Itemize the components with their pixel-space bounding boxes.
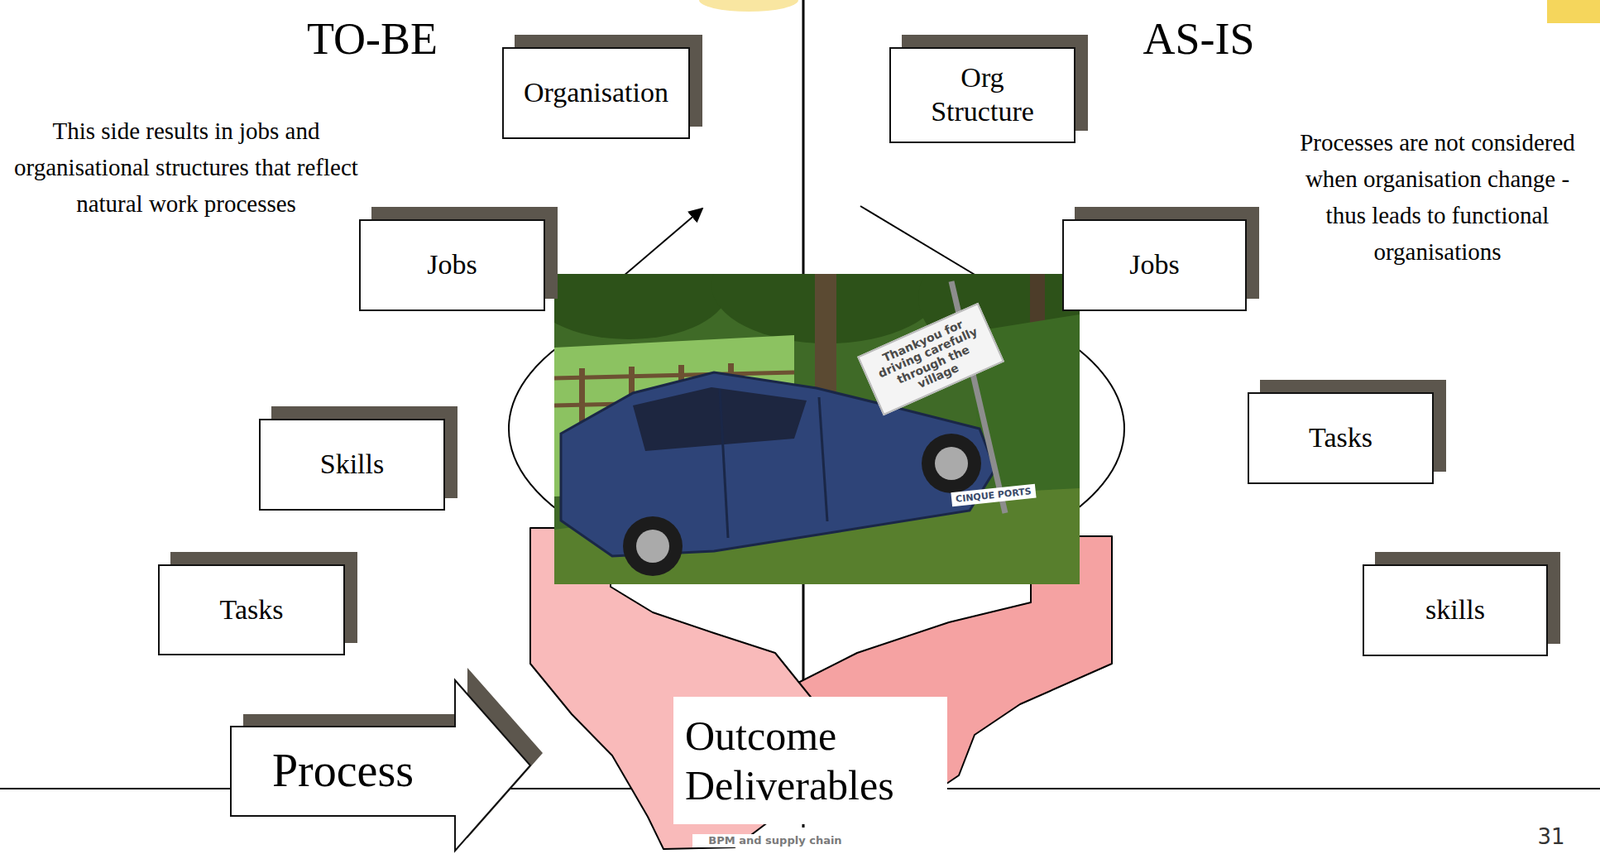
- box-label: Organisation: [523, 76, 669, 111]
- arrow-text-area: Process: [230, 726, 456, 816]
- road-sign-text: Thankyou for driving carefully through t…: [857, 302, 1005, 416]
- shadow-box: skills: [1362, 564, 1548, 657]
- shadow-box: Skills: [258, 418, 446, 511]
- shadow-box: Organisation: [502, 47, 690, 139]
- logo-fragment: [1547, 0, 1600, 24]
- box-label: Jobs: [1129, 248, 1179, 283]
- car-wheel: [921, 433, 982, 494]
- car-door: [819, 397, 828, 522]
- car-hub: [636, 529, 670, 563]
- car-door: [719, 388, 729, 538]
- crash-photo: [554, 273, 1080, 585]
- side-heading: AS-IS: [1074, 14, 1323, 64]
- shadow-box: Jobs: [1062, 219, 1247, 312]
- car-wheel: [622, 516, 683, 576]
- logo-fragment: [699, 0, 799, 12]
- car-hub: [934, 446, 968, 480]
- outcome-box: Outcome Deliverables: [673, 696, 948, 824]
- sign-text: CINQUE PORTS: [950, 483, 1036, 508]
- car-body: [560, 372, 996, 556]
- page-number: 31: [1530, 823, 1572, 850]
- arrow-outline: [230, 680, 531, 851]
- box-label: skills: [1425, 593, 1486, 628]
- box-label: Org Structure: [916, 61, 1050, 130]
- process-label: Process: [272, 745, 414, 797]
- process-arrow: Process: [230, 680, 531, 851]
- shadow-box: Tasks: [1247, 392, 1434, 484]
- box-label: Tasks: [220, 593, 284, 628]
- cycle-line: [860, 205, 993, 286]
- footer-text: BPM and supply chain: [692, 833, 858, 848]
- shadow-box: Tasks: [158, 564, 345, 656]
- side-heading: TO-BE: [248, 14, 497, 64]
- fence-rail: [554, 372, 795, 379]
- box-label: Jobs: [426, 248, 477, 283]
- shadow-box: Jobs: [359, 219, 546, 312]
- side-note: Processes are not considered when organi…: [1286, 124, 1589, 270]
- box-label: Skills: [320, 447, 384, 482]
- tree-canopy: [554, 273, 729, 340]
- side-note: This side results in jobs and organisati…: [8, 112, 365, 222]
- shadow-box: Org Structure: [889, 47, 1076, 144]
- box-label: Outcome Deliverables: [685, 710, 925, 810]
- box-label: Tasks: [1308, 421, 1373, 456]
